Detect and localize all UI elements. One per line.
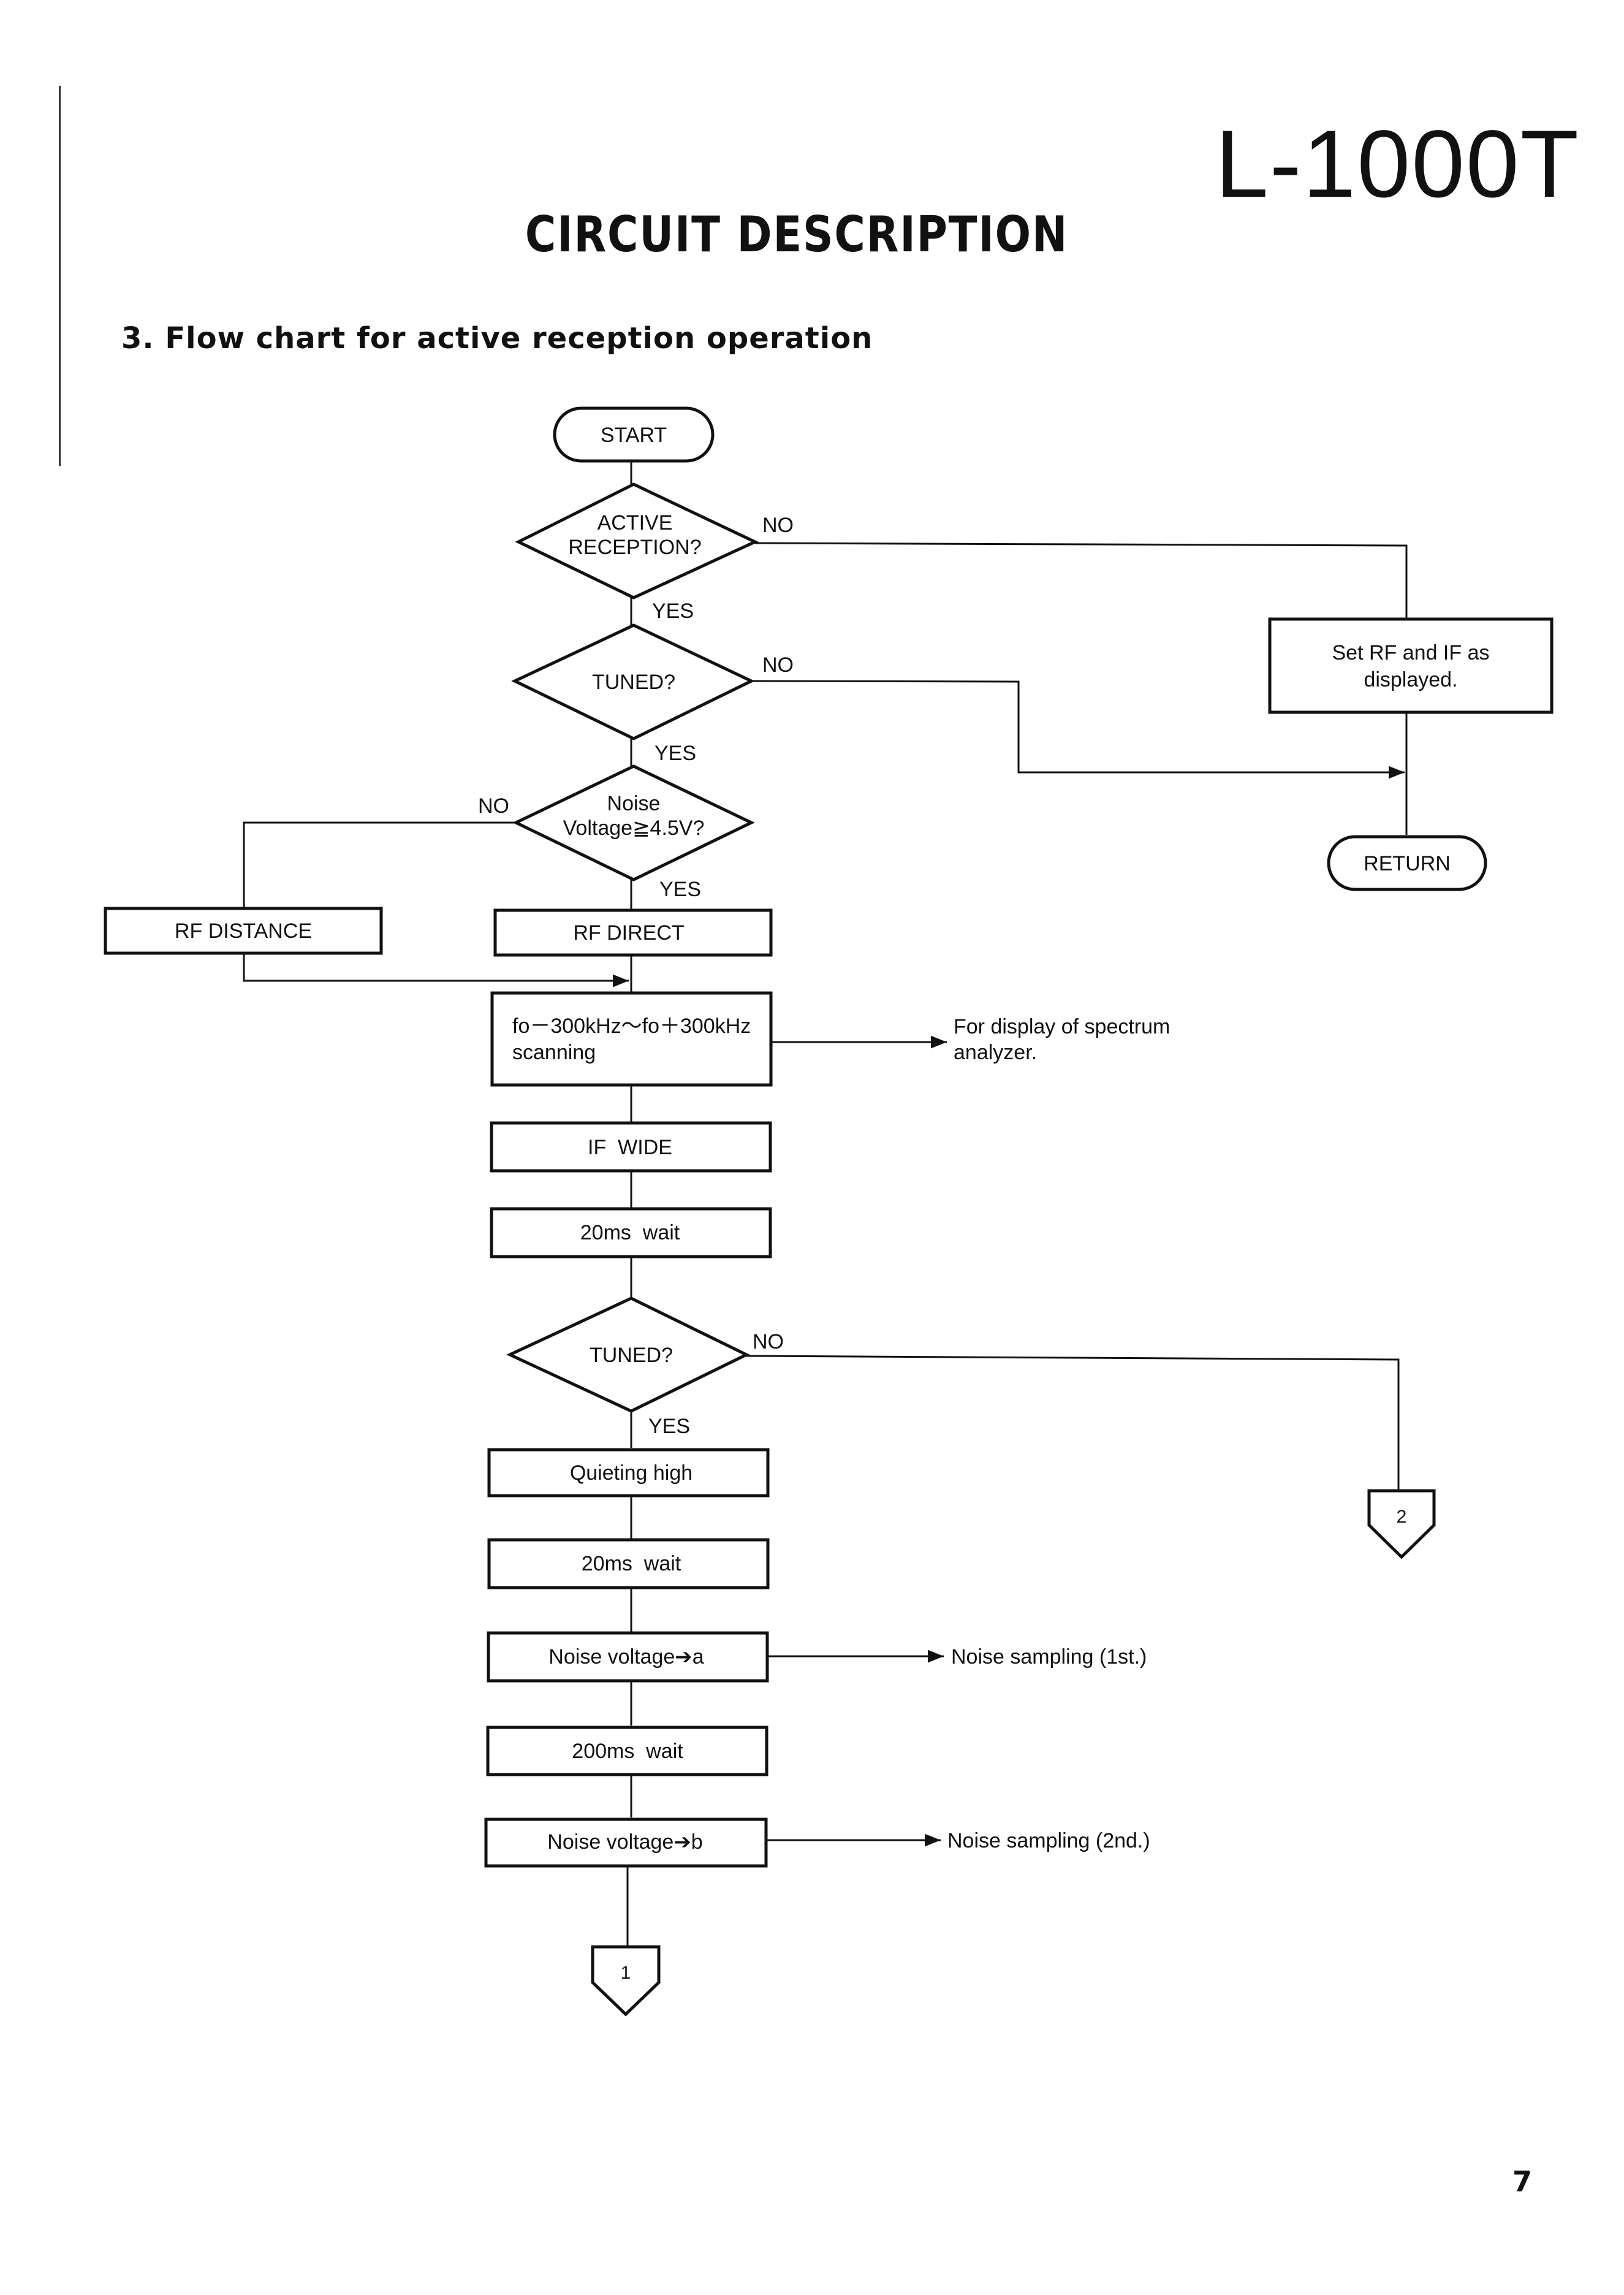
note: Noise sampling (1st.) — [951, 1645, 1147, 1669]
process-if-wide: IF WIDE — [490, 1121, 772, 1173]
section-heading: 3. Flow chart for active reception opera… — [121, 321, 873, 356]
note-line1: For display of spectrum — [954, 1015, 1170, 1038]
process-label: Quieting high — [570, 1461, 692, 1485]
process-label: RF DISTANCE — [175, 919, 312, 943]
decision-label-line1: ACTIVE — [598, 511, 673, 535]
note-line2: analyzer. — [954, 1041, 1037, 1064]
decision-active-reception: ACTIVE RECEPTION? NO YES — [515, 482, 794, 623]
return-label: RETURN — [1364, 852, 1451, 875]
process-label: 200ms wait — [572, 1740, 683, 1763]
decision-tuned-2: TUNED? NO YES — [506, 1296, 784, 1438]
process-label: IF WIDE — [588, 1136, 672, 1159]
page-number: 7 — [1512, 2165, 1533, 2198]
process-label: RF DIRECT — [573, 921, 684, 945]
yes-label: YES — [652, 599, 694, 623]
no-label: NO — [753, 1330, 784, 1353]
process-wait-3: 200ms wait — [486, 1726, 768, 1776]
process-rf-distance: RF DISTANCE — [104, 907, 383, 955]
process-rf-direct: RF DIRECT — [493, 908, 773, 957]
note: Noise sampling (2nd.) — [947, 1829, 1150, 1852]
process-label: Noise voltage➔a — [548, 1645, 704, 1669]
yes-label: YES — [655, 742, 696, 765]
margin-rule — [59, 86, 61, 466]
process-label-line2: displayed. — [1364, 668, 1457, 691]
start-terminal: START — [553, 406, 715, 463]
process-label: 20ms wait — [580, 1221, 680, 1244]
process-label-line1: Set RF and IF as — [1332, 641, 1490, 664]
decision-label-line1: Noise — [607, 792, 661, 815]
off-page-connector-2: 2 — [1367, 1489, 1436, 1559]
decision-tuned-1: TUNED? NO YES — [511, 623, 794, 765]
process-label: Noise voltage➔b — [547, 1830, 702, 1854]
connector-label: 1 — [621, 1963, 631, 1983]
start-label: START — [601, 424, 667, 447]
connector-label: 2 — [1397, 1507, 1407, 1527]
process-label: 20ms wait — [582, 1552, 681, 1575]
process-set-rf-if: Set RF and IF as displayed. — [1268, 617, 1554, 714]
off-page-connector-1: 1 — [591, 1945, 661, 2017]
page-title: CIRCUIT DESCRIPTION — [525, 206, 1069, 263]
yes-label: YES — [648, 1415, 690, 1438]
process-label-line1: fo－300kHz～fo＋300kHz — [512, 1014, 751, 1038]
process-label-line2: scanning — [512, 1041, 596, 1064]
process-wait-2: 20ms wait — [487, 1538, 770, 1589]
no-label: NO — [762, 653, 794, 677]
model-number: L-1000T — [1215, 111, 1580, 218]
process-noise-a: Noise voltage➔a Noise sampling (1st.) — [487, 1631, 1147, 1683]
return-terminal: RETURN — [1327, 835, 1487, 891]
decision-noise-voltage: Noise Voltage≧4.5V? NO YES — [478, 764, 755, 901]
yes-label: YES — [659, 878, 701, 901]
process-noise-b: Noise voltage➔b Noise sampling (2nd.) — [484, 1817, 1150, 1868]
decision-label: TUNED? — [592, 671, 675, 694]
process-quieting-high: Quieting high — [487, 1448, 770, 1498]
process-wait-1: 20ms wait — [490, 1207, 772, 1258]
process-scan: fo－300kHz～fo＋300kHz scanning For display… — [490, 991, 1170, 1087]
decision-label-line2: Voltage≧4.5V? — [563, 816, 705, 840]
no-label: NO — [478, 794, 509, 818]
flow-connectors — [243, 461, 1408, 1947]
no-label: NO — [762, 514, 794, 537]
decision-label: TUNED? — [590, 1344, 673, 1367]
decision-label-line2: RECEPTION? — [568, 536, 701, 559]
